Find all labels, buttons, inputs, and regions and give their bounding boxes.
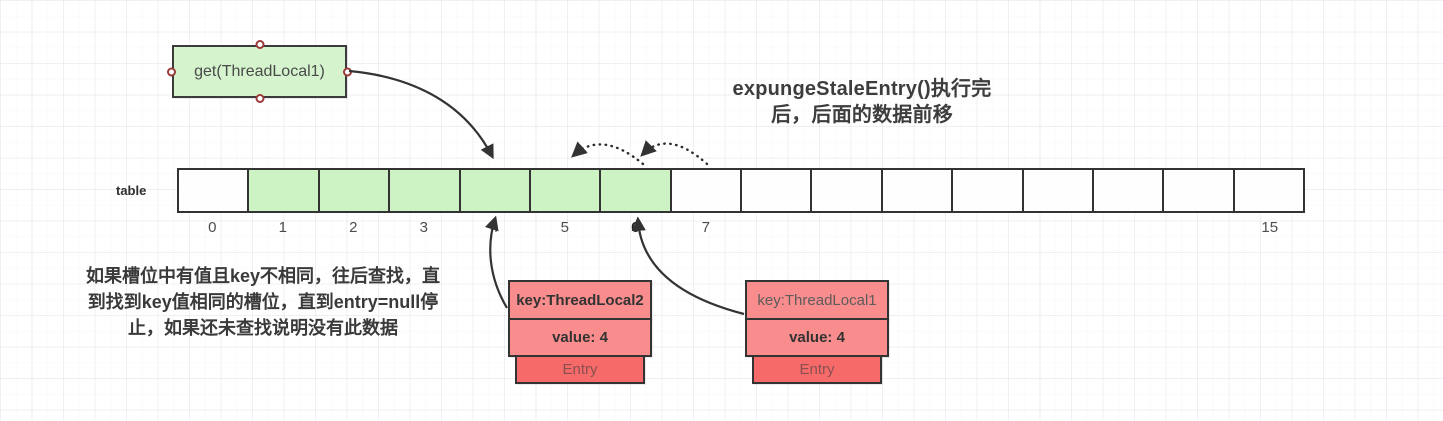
- note-line3: 止，如果还未查找说明没有此数据: [128, 318, 398, 338]
- arrow-get-to-slot4[interactable]: [348, 69, 494, 160]
- entry-tag-row: Entry: [752, 355, 882, 384]
- table-slot-1[interactable]: [249, 170, 320, 211]
- entry-value-row: value: 4: [745, 318, 889, 357]
- connection-handle-bottom-icon[interactable]: [255, 94, 264, 103]
- diagram-title: expungeStaleEntry()执行完 后，后面的数据前移: [716, 76, 1008, 128]
- slot-index-label-3: 3: [419, 219, 428, 236]
- entry-key-label: key:ThreadLocal2: [516, 291, 644, 309]
- table-slot-12[interactable]: [1023, 170, 1094, 211]
- entry-value-row: value: 4: [508, 318, 652, 357]
- table-slot-11[interactable]: [953, 170, 1024, 211]
- table-slot-2[interactable]: [319, 170, 391, 211]
- slot-index-label-1: 1: [278, 219, 287, 236]
- connection-handle-left-icon[interactable]: [167, 67, 176, 76]
- table-label: table: [116, 183, 147, 198]
- table-array: [177, 168, 1305, 213]
- arrow-move-slot7-to-slot6[interactable]: [640, 140, 709, 166]
- slot-index-label-4: 4: [490, 219, 499, 236]
- slot-index-label-0: 0: [208, 219, 217, 236]
- slot-index-label-6: 6: [631, 219, 640, 236]
- table-slot-5[interactable]: [530, 170, 602, 211]
- index-labels: 0 1 2 3 4 5 6 7 15: [0, 219, 1443, 239]
- get-threadlocal1-node[interactable]: get(ThreadLocal1): [167, 40, 352, 103]
- note-line1: 如果槽位中有值且key不相同，往后查找，直: [85, 266, 441, 286]
- connection-handle-top-icon[interactable]: [255, 40, 264, 49]
- connection-handle-right-icon[interactable]: [343, 67, 352, 76]
- table-slot-10[interactable]: [882, 170, 954, 211]
- slot-index-label-5: 5: [560, 219, 569, 236]
- table-slot-0[interactable]: [179, 170, 250, 211]
- entry-tag-row: Entry: [515, 355, 645, 384]
- entry-value-label: value: 4: [789, 329, 845, 346]
- table-slot-6[interactable]: [601, 170, 672, 211]
- table-slot-8[interactable]: [742, 170, 813, 211]
- entry-tag-label: Entry: [562, 361, 598, 378]
- diagram-title-line2: 后，后面的数据前移: [771, 104, 953, 126]
- slot-index-label-7: 7: [701, 219, 710, 236]
- table-slot-4[interactable]: [460, 170, 531, 211]
- entry-tag-label: Entry: [799, 361, 835, 378]
- note-line2: 到找到key值相同的槽位，直到entry=null停: [87, 292, 439, 312]
- entry-key-row: key:ThreadLocal2: [508, 280, 652, 320]
- entry-value-label: value: 4: [552, 329, 608, 346]
- get-threadlocal1-label: get(ThreadLocal1): [194, 62, 325, 80]
- table-slot-7[interactable]: [671, 170, 742, 211]
- entry-node-threadlocal1[interactable]: key:ThreadLocal1 value: 4 Entry: [745, 280, 889, 384]
- table-slot-3[interactable]: [390, 170, 461, 211]
- slot-index-label-2: 2: [349, 219, 358, 236]
- entry-node-threadlocal2[interactable]: key:ThreadLocal2 value: 4 Entry: [508, 280, 652, 384]
- slot-index-label-15: 15: [1261, 219, 1279, 236]
- table-slot-14[interactable]: [1164, 170, 1235, 211]
- entry-key-row: key:ThreadLocal1: [745, 280, 889, 320]
- arrow-move-slot6-to-slot5[interactable]: [571, 141, 645, 166]
- table-slot-9[interactable]: [812, 170, 883, 211]
- diagram-title-line1: expungeStaleEntry()执行完: [732, 78, 992, 100]
- table-slot-15[interactable]: [1234, 170, 1303, 211]
- table-slot-13[interactable]: [1093, 170, 1165, 211]
- entry-key-label: key:ThreadLocal1: [757, 291, 877, 309]
- note-text: 如果槽位中有值且key不相同，往后查找，直 到找到key值相同的槽位，直到ent…: [48, 263, 478, 341]
